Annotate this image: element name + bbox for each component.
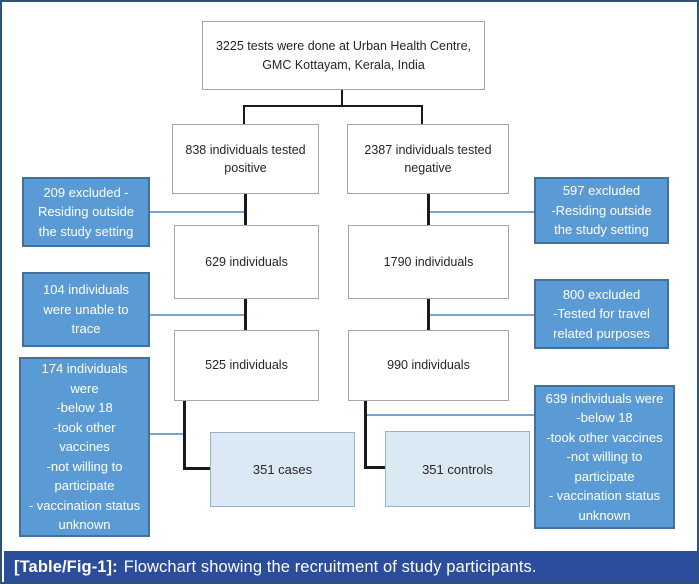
link-exclusion-639	[367, 414, 534, 416]
connector-525-elbow-vertical	[183, 401, 186, 470]
node-total-tests: 3225 tests were done at Urban Health Cen…	[202, 21, 485, 90]
link-exclusion-104	[150, 314, 244, 316]
node-1790-individuals: 1790 individuals	[348, 225, 509, 299]
link-exclusion-174	[150, 433, 183, 435]
exclusion-174-other-reasons: 174 individuals were -below 18 -took oth…	[19, 357, 150, 537]
exclusion-800-travel-tests: 800 excluded -Tested for travel related …	[534, 279, 669, 349]
connector-1790-to-990	[427, 299, 430, 330]
connector-990-elbow-vertical	[364, 401, 367, 469]
connector-990-elbow-horizontal	[364, 466, 385, 469]
connector-top-stem	[341, 90, 343, 107]
caption-tag: [Table/Fig-1]:	[14, 557, 118, 576]
exclusion-597-residing-outside: 597 excluded -Residing outside the study…	[534, 177, 669, 244]
link-exclusion-597	[430, 211, 534, 213]
node-629-individuals: 629 individuals	[174, 225, 319, 299]
node-525-individuals: 525 individuals	[174, 330, 319, 401]
connector-drop-positive	[243, 105, 245, 124]
node-351-cases: 351 cases	[210, 432, 355, 507]
connector-top-bar	[243, 105, 423, 107]
connector-negative-to-1790	[427, 194, 430, 225]
link-exclusion-800	[430, 314, 534, 316]
connector-629-to-525	[244, 299, 247, 330]
figure-caption: [Table/Fig-1]: Flowchart showing the recr…	[4, 551, 697, 582]
connector-drop-negative	[421, 105, 423, 124]
caption-text: Flowchart showing the recruitment of stu…	[123, 557, 537, 576]
node-tested-positive: 838 individuals tested positive	[172, 124, 319, 194]
exclusion-104-unable-to-trace: 104 individuals were unable to trace	[22, 272, 150, 347]
node-990-individuals: 990 individuals	[348, 330, 509, 401]
node-351-controls: 351 controls	[385, 431, 530, 507]
node-tested-negative: 2387 individuals tested negative	[347, 124, 509, 194]
exclusion-209-residing-outside: 209 excluded - Residing outside the stud…	[22, 177, 150, 247]
connector-525-elbow-horizontal	[183, 467, 210, 470]
connector-positive-to-629	[244, 194, 247, 225]
link-exclusion-209	[150, 211, 244, 213]
exclusion-639-other-reasons: 639 individuals were -below 18 -took oth…	[534, 385, 675, 529]
